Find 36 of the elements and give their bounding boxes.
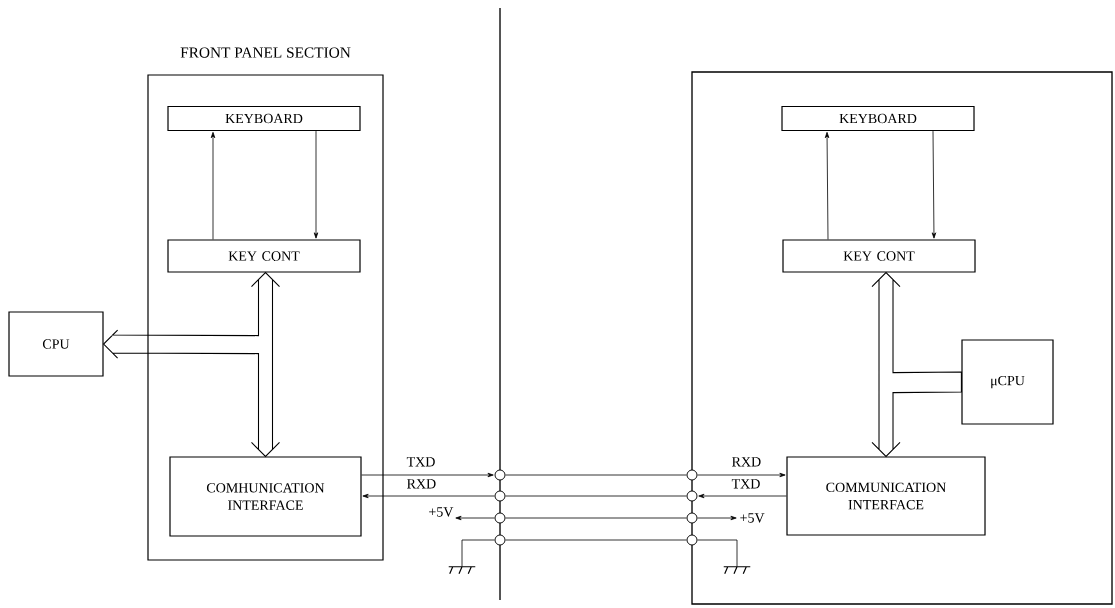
arrow bbox=[824, 131, 830, 240]
arrow bbox=[931, 130, 937, 239]
bus-arrow bbox=[102, 271, 281, 458]
block-box: COMMUNICATION INTERFACE bbox=[786, 456, 986, 536]
signal-label: +5V bbox=[427, 506, 455, 519]
unit-box bbox=[691, 71, 1113, 605]
block-box: KEY CONT bbox=[782, 239, 976, 273]
block-box: COMHUNICATION INTERFACE bbox=[169, 456, 362, 537]
signal-label: RXD bbox=[730, 455, 763, 468]
signal-line bbox=[505, 495, 687, 497]
signal-line bbox=[505, 539, 687, 541]
block-box: KEY CONT bbox=[167, 239, 361, 273]
signal-line bbox=[697, 539, 738, 568]
ground-symbol bbox=[448, 566, 476, 575]
signal-line bbox=[461, 539, 495, 568]
signal-label: TXD bbox=[730, 477, 762, 490]
signal-line bbox=[505, 517, 687, 519]
signal-line bbox=[505, 474, 687, 476]
block-box: CPU bbox=[8, 311, 104, 377]
signal-label: +5V bbox=[738, 512, 766, 525]
ground-symbol bbox=[723, 566, 751, 575]
arrow bbox=[698, 493, 787, 499]
arrow bbox=[361, 472, 494, 478]
arrow bbox=[362, 493, 495, 499]
bus-arrow bbox=[871, 271, 962, 458]
node-label: FRONT PANEL SECTION bbox=[180, 47, 351, 58]
arrow bbox=[697, 515, 737, 521]
block-box: KEYBOARD bbox=[781, 105, 975, 132]
arrow bbox=[210, 131, 216, 240]
signal-label: RXD bbox=[405, 477, 438, 490]
arrow bbox=[697, 472, 786, 478]
arrow bbox=[313, 130, 319, 239]
block-box: KEYBOARD bbox=[167, 105, 361, 132]
arrow bbox=[455, 515, 495, 521]
signal-label: TXD bbox=[405, 455, 437, 468]
block-box: μCPU bbox=[961, 339, 1054, 425]
